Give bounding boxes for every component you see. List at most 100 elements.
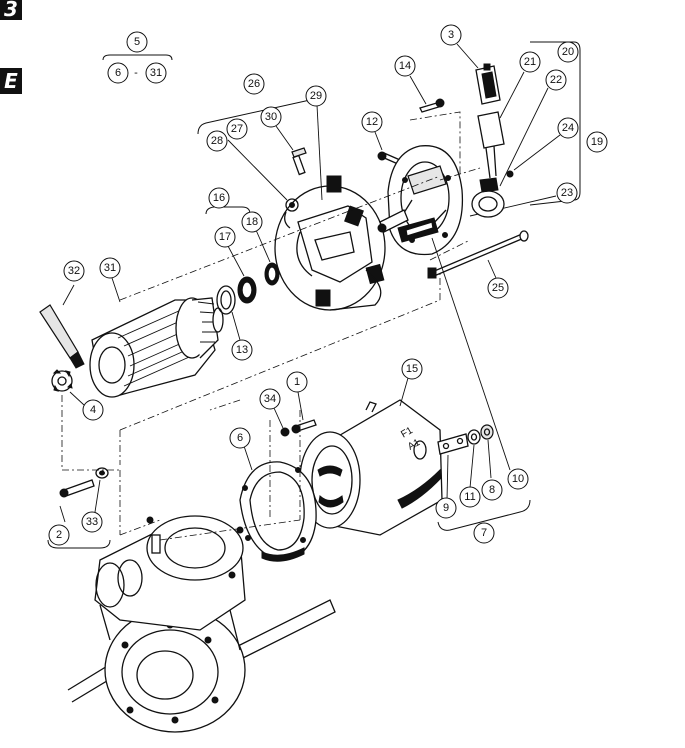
svg-text:7: 7 bbox=[481, 527, 487, 539]
svg-text:6: 6 bbox=[115, 67, 121, 79]
svg-text:29: 29 bbox=[310, 90, 322, 102]
callout-21: 21 bbox=[519, 51, 541, 73]
callout-8: 8 bbox=[481, 479, 503, 501]
callout-16: 16 bbox=[208, 187, 230, 209]
callout-34: 34 bbox=[259, 388, 281, 410]
part-34-washer bbox=[273, 407, 290, 437]
part-21-harness bbox=[477, 71, 525, 179]
alignment-lines bbox=[61, 111, 481, 541]
svg-text:20: 20 bbox=[562, 46, 574, 58]
callout-33: 33 bbox=[81, 511, 103, 533]
svg-text:16: 16 bbox=[213, 192, 225, 204]
svg-text:12: 12 bbox=[366, 116, 378, 128]
part-15-motor-housing: F1 A1 bbox=[299, 377, 443, 536]
svg-text:21: 21 bbox=[524, 56, 536, 68]
callout-20: 20 bbox=[557, 41, 579, 63]
svg-text:6: 6 bbox=[237, 432, 243, 444]
section-tab-letter: E bbox=[0, 68, 22, 94]
svg-text:18: 18 bbox=[246, 216, 258, 228]
part-27-28-spring bbox=[227, 139, 299, 229]
svg-text:5: 5 bbox=[134, 36, 140, 48]
part-33-washer bbox=[94, 467, 109, 513]
callout-9: 9 bbox=[435, 497, 457, 519]
svg-text:14: 14 bbox=[399, 60, 411, 72]
callout-2: 2 bbox=[48, 524, 70, 546]
callout-18: 18 bbox=[241, 211, 263, 233]
svg-text:3: 3 bbox=[448, 29, 454, 41]
part-6-end-cover bbox=[239, 445, 317, 562]
callout-4: 4 bbox=[82, 399, 104, 421]
svg-text:11: 11 bbox=[464, 491, 475, 503]
part-17-bearing bbox=[227, 245, 257, 304]
assembly-formula: 5 6 - 31 bbox=[102, 31, 173, 84]
svg-text:33: 33 bbox=[86, 516, 98, 528]
svg-text:28: 28 bbox=[211, 135, 223, 147]
callout-3: 3 bbox=[440, 24, 462, 46]
callout-22: 22 bbox=[545, 69, 567, 91]
callout-28: 28 bbox=[206, 130, 228, 152]
part-32-grease-tube bbox=[39, 284, 85, 369]
svg-text:22: 22 bbox=[550, 74, 562, 86]
part-31-armature bbox=[89, 277, 224, 398]
part-29-brush-plate bbox=[274, 104, 386, 311]
page-tab-number: 3 bbox=[0, 0, 22, 20]
svg-text:10: 10 bbox=[512, 473, 524, 485]
svg-text:27: 27 bbox=[231, 123, 243, 135]
callout-26: 26 bbox=[243, 73, 265, 95]
svg-text:13: 13 bbox=[236, 344, 248, 356]
part-11-washer bbox=[467, 429, 481, 489]
svg-text:24: 24 bbox=[562, 122, 574, 134]
part-13-retaining-ring bbox=[216, 285, 241, 341]
callout-24: 24 bbox=[557, 117, 579, 139]
svg-text:19: 19 bbox=[591, 136, 603, 148]
svg-text:23: 23 bbox=[561, 187, 573, 199]
part-1-bolt bbox=[291, 391, 317, 434]
svg-text:31: 31 bbox=[104, 262, 116, 274]
group-brackets bbox=[47, 41, 581, 549]
callout-12: 12 bbox=[361, 111, 383, 133]
part-8-nut bbox=[480, 424, 494, 479]
svg-text:31: 31 bbox=[150, 67, 162, 79]
callout-13: 13 bbox=[231, 339, 253, 361]
svg-text:2: 2 bbox=[56, 529, 62, 541]
part-23-end-plate bbox=[377, 145, 557, 256]
svg-text:32: 32 bbox=[68, 265, 80, 277]
svg-text:15: 15 bbox=[406, 363, 418, 375]
callout-32: 32 bbox=[63, 260, 85, 282]
part-24-screw bbox=[506, 134, 561, 178]
part-4-gear bbox=[51, 369, 85, 406]
svg-text:25: 25 bbox=[492, 282, 504, 294]
svg-text:30: 30 bbox=[265, 111, 277, 123]
part-30-screw bbox=[275, 125, 307, 176]
part-25-cable bbox=[427, 230, 529, 279]
callout-14: 14 bbox=[394, 55, 416, 77]
part-2-bolt bbox=[59, 479, 95, 523]
part-18-bearing bbox=[255, 229, 280, 286]
part-3-connector bbox=[456, 43, 501, 105]
svg-text:26: 26 bbox=[248, 78, 260, 90]
callout-27: 27 bbox=[226, 118, 248, 140]
part-12-screw bbox=[374, 131, 401, 165]
svg-text:1: 1 bbox=[294, 376, 300, 388]
svg-text:8: 8 bbox=[489, 484, 495, 496]
callout-17: 17 bbox=[214, 226, 236, 248]
callout-29: 29 bbox=[305, 85, 327, 107]
callout-11: 11 bbox=[459, 486, 481, 508]
callout-25: 25 bbox=[487, 277, 509, 299]
part-9-terminal-plate bbox=[437, 433, 469, 501]
callout-6: 6 bbox=[229, 427, 251, 449]
transaxle-illustration bbox=[67, 515, 336, 733]
svg-text:17: 17 bbox=[219, 231, 231, 243]
leader-10 bbox=[431, 237, 511, 471]
svg-text:9: 9 bbox=[443, 502, 449, 514]
callout-30: 30 bbox=[260, 106, 282, 128]
callout-7: 7 bbox=[473, 522, 495, 544]
svg-text:F1: F1 bbox=[399, 425, 415, 441]
callout-19: 19 bbox=[586, 131, 608, 153]
part-14-screw bbox=[409, 75, 445, 113]
callout-31: 31 bbox=[99, 257, 121, 279]
callout-23: 23 bbox=[556, 182, 578, 204]
callout-1: 1 bbox=[286, 371, 308, 393]
